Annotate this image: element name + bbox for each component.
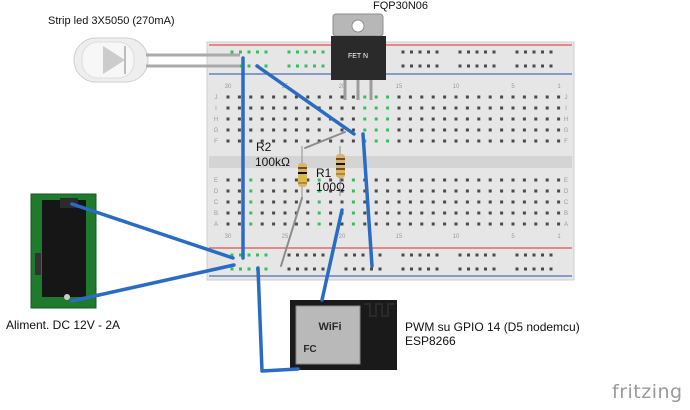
row-label-right: I xyxy=(565,106,567,112)
resistor-r1 xyxy=(336,146,345,196)
label-esp-name: ESP8266 xyxy=(405,334,456,348)
row-label-right: D xyxy=(564,189,569,195)
wire-ground-to-esp xyxy=(256,266,300,373)
column-number-top: 15 xyxy=(396,84,403,90)
row-label-right: F xyxy=(564,139,568,145)
column-number-bottom: 15 xyxy=(396,234,403,240)
row-label-left: D xyxy=(214,189,219,195)
row-label-left: E xyxy=(214,178,218,184)
column-number-bottom: 1 xyxy=(557,234,561,240)
wire-r2-to-ground xyxy=(280,197,303,267)
esp-fcc-mark: FC xyxy=(303,344,316,355)
row-label-right: E xyxy=(564,178,568,184)
dc-power-jack xyxy=(30,193,97,309)
label-power: Aliment. DC 12V - 2A xyxy=(6,318,121,332)
column-number-top: 20 xyxy=(339,84,346,90)
column-number-top: 30 xyxy=(225,84,232,90)
wire-jack-ground xyxy=(70,263,236,303)
label-mosfet: FQP30N06 xyxy=(373,0,429,12)
column-number-bottom: 10 xyxy=(453,234,460,240)
wire-jack-positive xyxy=(70,202,235,260)
label-r2-value: 100kΩ xyxy=(255,155,290,169)
row-label-left: B xyxy=(214,211,218,217)
row-label-right: H xyxy=(564,117,568,123)
wire-gate-lead xyxy=(304,131,346,149)
led-strip-symbol xyxy=(73,37,240,83)
row-label-left: C xyxy=(214,200,219,206)
column-number-top: 10 xyxy=(453,84,460,90)
row-label-right: A xyxy=(564,222,568,228)
column-number-top: 5 xyxy=(511,84,515,90)
mosfet-marking: FET N xyxy=(348,53,368,60)
column-number-bottom: 20 xyxy=(339,234,346,240)
wires xyxy=(70,56,374,373)
breadboard-holes xyxy=(226,50,561,271)
row-label-right: B xyxy=(564,211,568,217)
mosfet-fqp30n06: FET N xyxy=(331,13,386,100)
wire-r1-to-gpio14 xyxy=(320,208,344,302)
fritzing-logo: fritzing xyxy=(612,381,683,403)
row-label-left: J xyxy=(215,95,218,101)
column-number-bottom: 5 xyxy=(511,234,515,240)
label-r1-name: R1 xyxy=(316,166,332,180)
wire-source-to-ground xyxy=(361,132,374,268)
column-number-bottom: 25 xyxy=(282,234,289,240)
column-number-bottom: 30 xyxy=(225,234,232,240)
row-label-right: J xyxy=(565,95,568,101)
row-label-left: A xyxy=(214,222,218,228)
row-label-left: F xyxy=(214,139,218,145)
row-label-left: H xyxy=(214,117,218,123)
label-strip-led: Strip led 3X5050 (270mA) xyxy=(48,15,175,27)
column-number-top: 1 xyxy=(557,84,561,90)
row-label-left: G xyxy=(214,128,219,134)
resistor-r2 xyxy=(298,146,307,200)
label-r1-value: 100Ω xyxy=(316,180,345,194)
row-label-right: G xyxy=(564,128,569,134)
row-label-left: I xyxy=(215,106,217,112)
row-label-right: C xyxy=(564,200,569,206)
label-r2-name: R2 xyxy=(256,140,272,154)
esp-wifi-logo: WiFi xyxy=(318,321,341,333)
label-esp-note: PWM su GPIO 14 (D5 nodemcu) xyxy=(405,320,580,334)
esp8266-module: WiFi FC xyxy=(290,300,397,370)
wire-led-negative-to-drain xyxy=(255,64,356,136)
